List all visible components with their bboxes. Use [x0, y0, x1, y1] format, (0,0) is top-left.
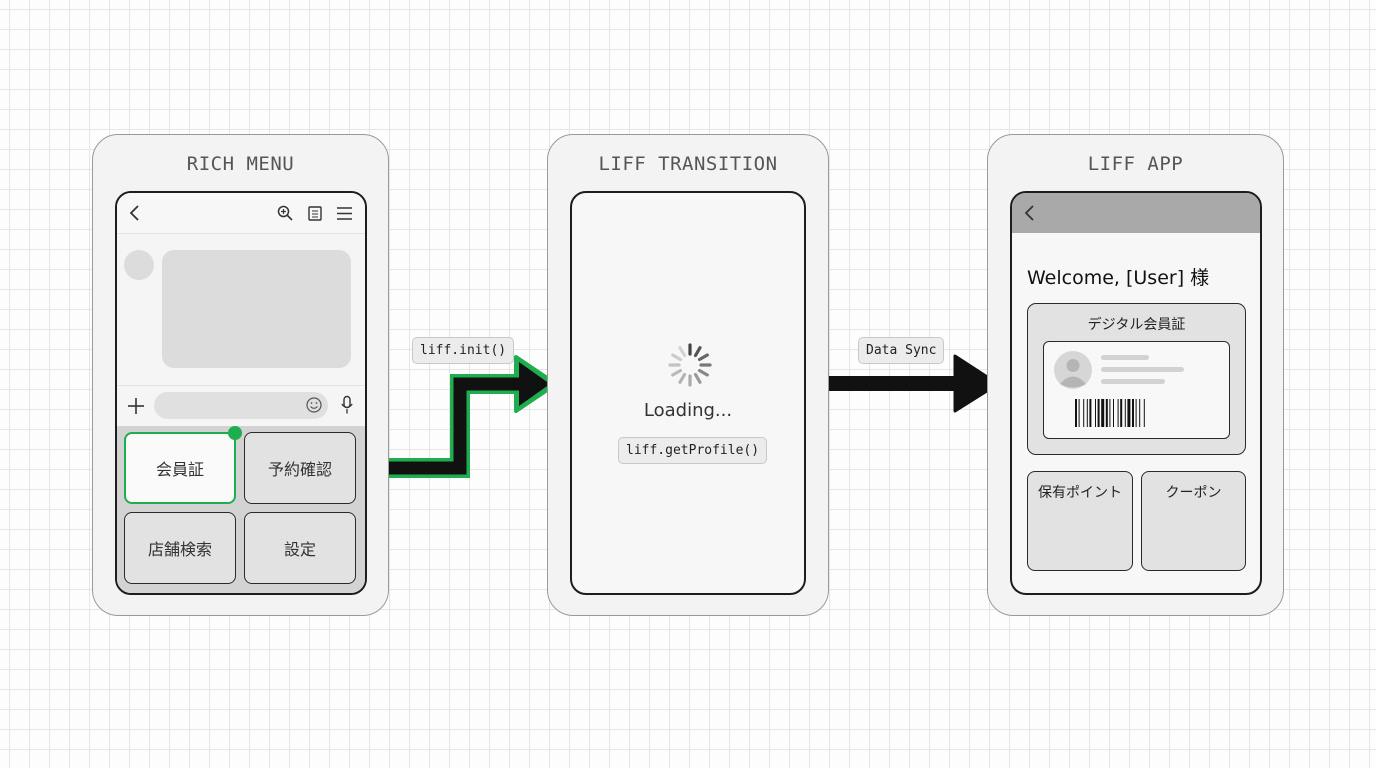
- rich-menu-area: 会員証 予約確認 店舗検索 設定: [117, 426, 365, 593]
- hamburger-menu-icon[interactable]: [337, 207, 352, 220]
- avatar: [124, 250, 154, 280]
- emoji-icon[interactable]: [306, 397, 322, 413]
- plus-icon[interactable]: [128, 398, 144, 414]
- card-title: デジタル会員証: [1087, 317, 1186, 333]
- loading-phone-frame: Loading... liff.getProfile(): [570, 191, 806, 595]
- coupon-tile[interactable]: クーポン: [1141, 471, 1246, 571]
- tile-label: クーポン: [1165, 485, 1222, 501]
- rich-menu-store-search-button[interactable]: 店舗検索: [124, 512, 236, 584]
- green-elbow-arrow: [356, 355, 558, 478]
- panel-title: RICH MENU: [186, 153, 295, 175]
- placeholder-line: [1101, 355, 1149, 360]
- loading-text: Loading...: [643, 400, 733, 421]
- back-chevron-icon[interactable]: [129, 205, 141, 221]
- panel-title: LIFF TRANSITION: [598, 153, 778, 175]
- data-sync-label: Data Sync: [858, 337, 945, 364]
- placeholder-line: [1101, 379, 1165, 384]
- digital-membership-card[interactable]: デジタル会員証: [1027, 303, 1246, 455]
- tile-label: 保有ポイント: [1038, 485, 1122, 501]
- points-tile[interactable]: 保有ポイント: [1027, 471, 1133, 571]
- back-chevron-icon[interactable]: [1024, 205, 1036, 221]
- message-input[interactable]: [154, 392, 328, 419]
- app-header-bar: [1012, 193, 1260, 233]
- chat-header: [117, 193, 365, 234]
- button-label: 会員証: [155, 460, 204, 479]
- button-label: 店舗検索: [147, 540, 212, 559]
- member-id-card: [1043, 341, 1230, 439]
- welcome-text: Welcome, [User] 様: [1027, 267, 1210, 289]
- rich-menu-settings-button[interactable]: 設定: [244, 512, 356, 584]
- microphone-icon[interactable]: [341, 395, 353, 414]
- notes-icon[interactable]: [308, 206, 322, 221]
- chat-message-bubble: [162, 250, 351, 368]
- app-phone-frame: Welcome, [User] 様 デジタル会員証 保有ポイント クーポン: [1010, 191, 1262, 595]
- black-sync-arrow: [806, 354, 1000, 413]
- barcode-icon: [1075, 399, 1145, 427]
- panel-title: LIFF APP: [1087, 153, 1184, 175]
- rich-menu-membership-button[interactable]: 会員証: [124, 432, 236, 504]
- search-icon[interactable]: [277, 205, 293, 221]
- button-label: 予約確認: [267, 460, 332, 479]
- rich-menu-reservation-button[interactable]: 予約確認: [244, 432, 356, 504]
- chat-phone-frame: 会員証 予約確認 店舗検索 設定: [115, 191, 367, 595]
- liff-transition-panel: LIFF TRANSITION Loading... liff.getProfi…: [547, 134, 829, 616]
- user-avatar-icon: [1054, 351, 1092, 389]
- button-label: 設定: [283, 540, 316, 559]
- get-profile-call-label: liff.getProfile(): [618, 437, 768, 464]
- liff-init-label: liff.init(): [412, 337, 515, 364]
- placeholder-line: [1101, 367, 1184, 372]
- active-indicator-dot: [228, 426, 242, 440]
- rich-menu-panel: RICH MENU: [92, 134, 389, 616]
- input-bar: [117, 385, 365, 426]
- loading-spinner-icon: [668, 343, 712, 387]
- liff-app-panel: LIFF APP Welcome, [User] 様 デジタル会員証: [987, 134, 1284, 616]
